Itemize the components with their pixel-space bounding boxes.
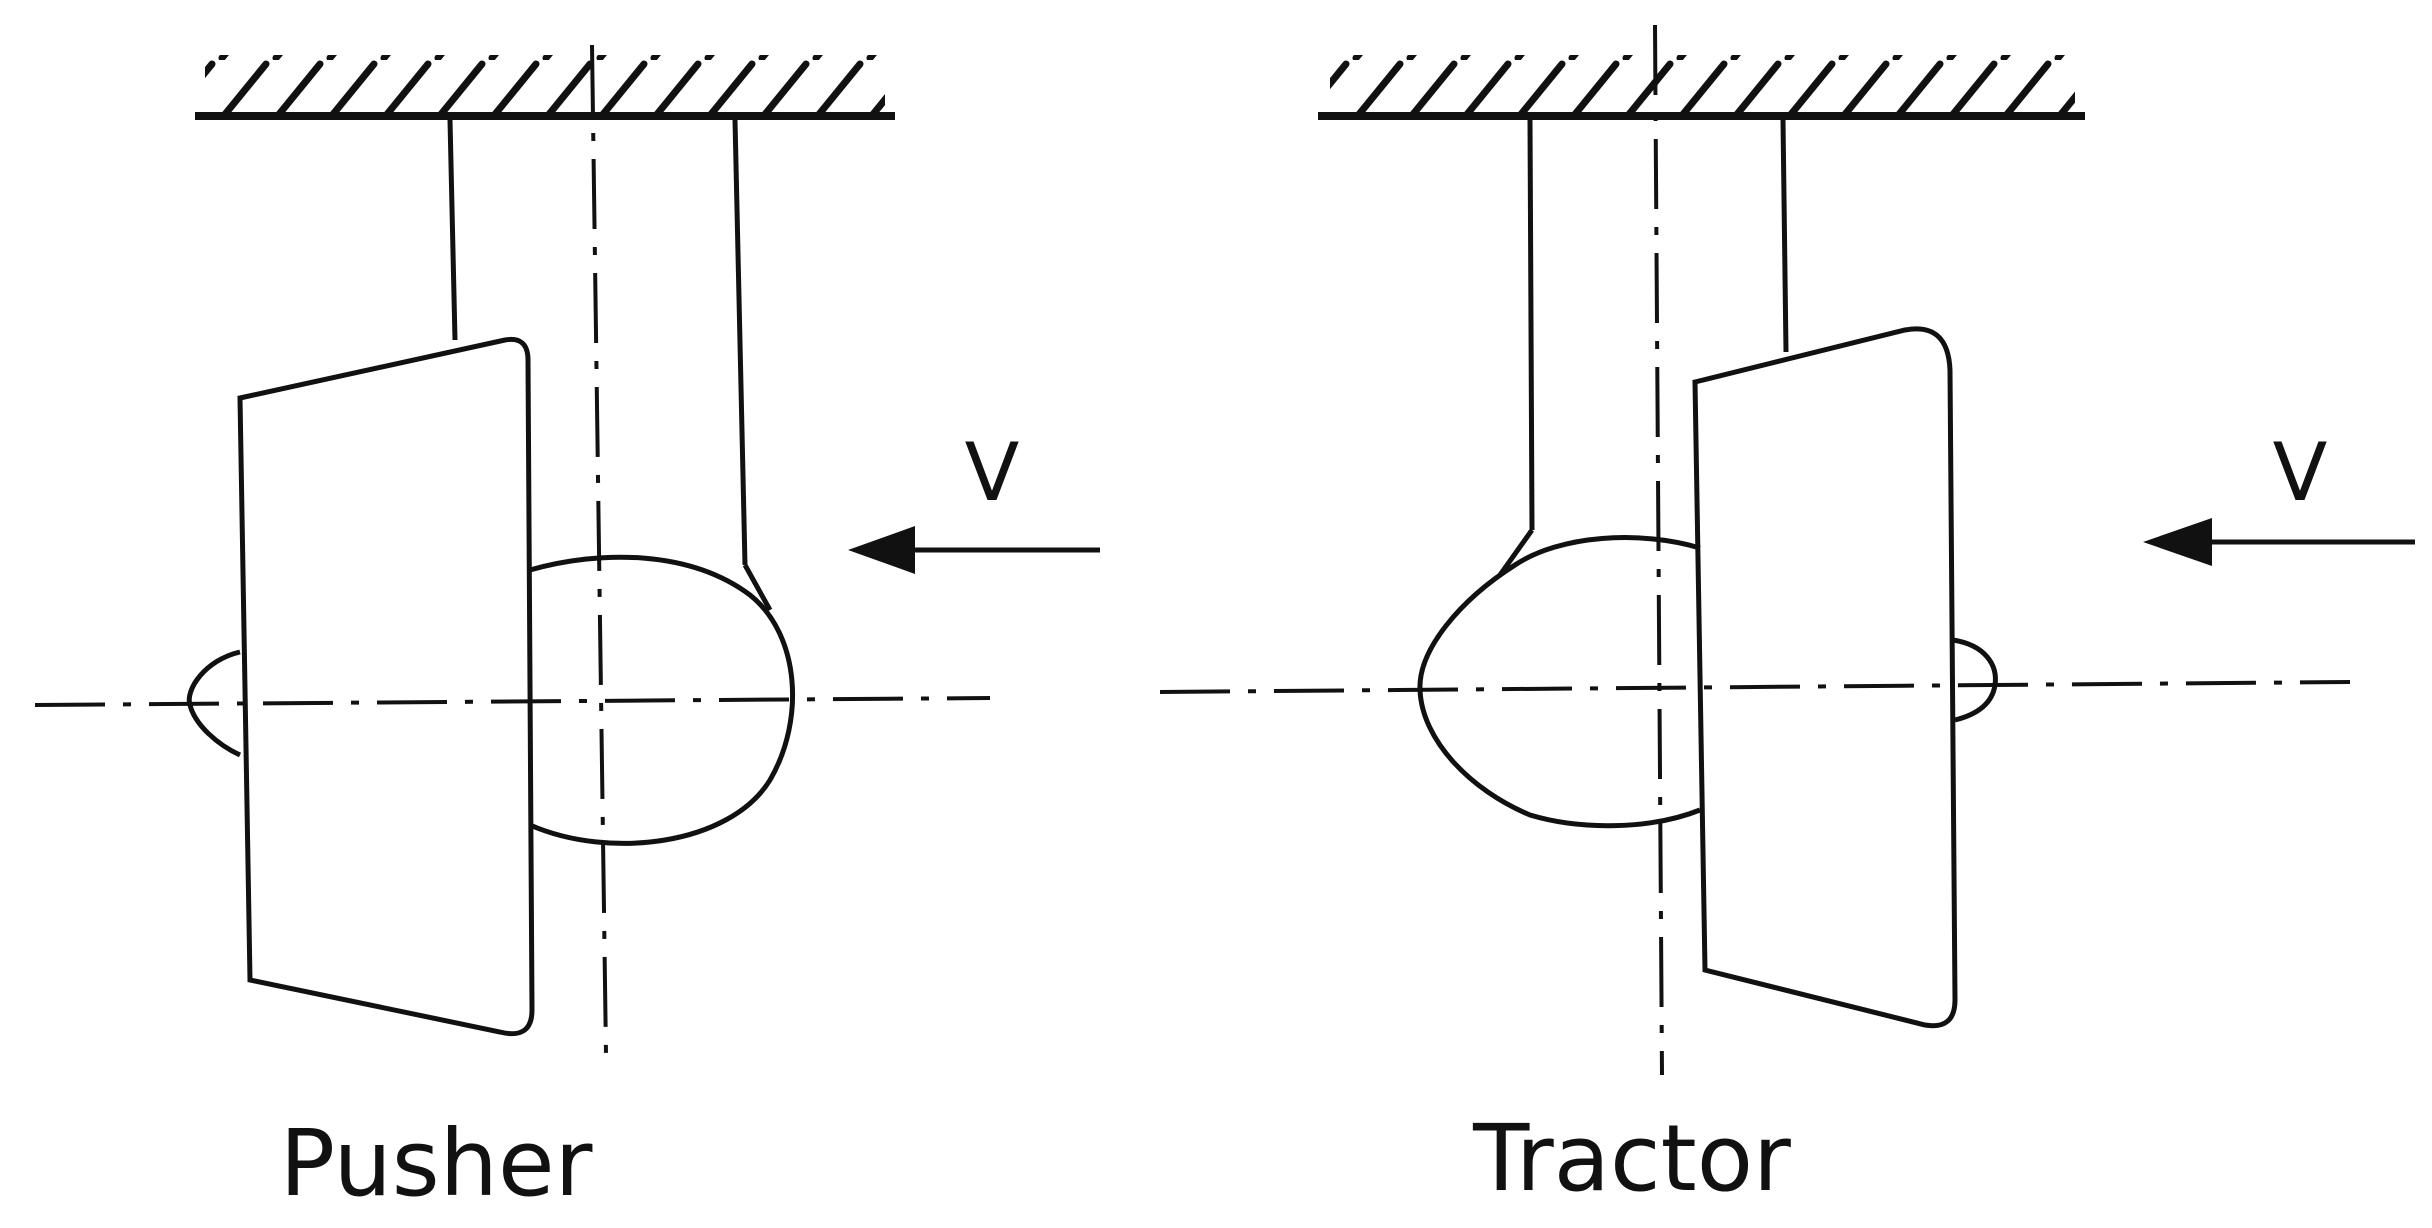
tractor-panel: V Tractor [1159, 24, 2415, 1212]
tractor-label: Tractor [1472, 1105, 1791, 1212]
pusher-shaft-centerline [34, 696, 991, 707]
pusher-mounting-surface [195, 55, 895, 120]
pusher-pod-body [528, 554, 795, 846]
pusher-velocity-arrow [848, 526, 1100, 574]
tractor-spinner [1952, 637, 1998, 723]
tractor-vertical-centerline [1653, 24, 1664, 1076]
pusher-strut [447, 119, 748, 566]
pusher-panel: V Pusher [34, 44, 1100, 1217]
tractor-velocity-label: V [2273, 426, 2328, 519]
tractor-propeller-disc [1692, 326, 1958, 1029]
pusher-propeller-disc [237, 336, 535, 1037]
tractor-pod-body [1417, 535, 1701, 829]
tractor-velocity-arrow [2143, 518, 2415, 566]
pusher-label: Pusher [280, 1110, 593, 1217]
pusher-velocity-label: V [965, 426, 1020, 519]
pusher-vertical-centerline [590, 44, 608, 1056]
tractor-strut [1527, 119, 1789, 531]
tractor-mounting-surface [1318, 55, 2085, 120]
tractor-shaft-centerline [1159, 680, 2351, 694]
